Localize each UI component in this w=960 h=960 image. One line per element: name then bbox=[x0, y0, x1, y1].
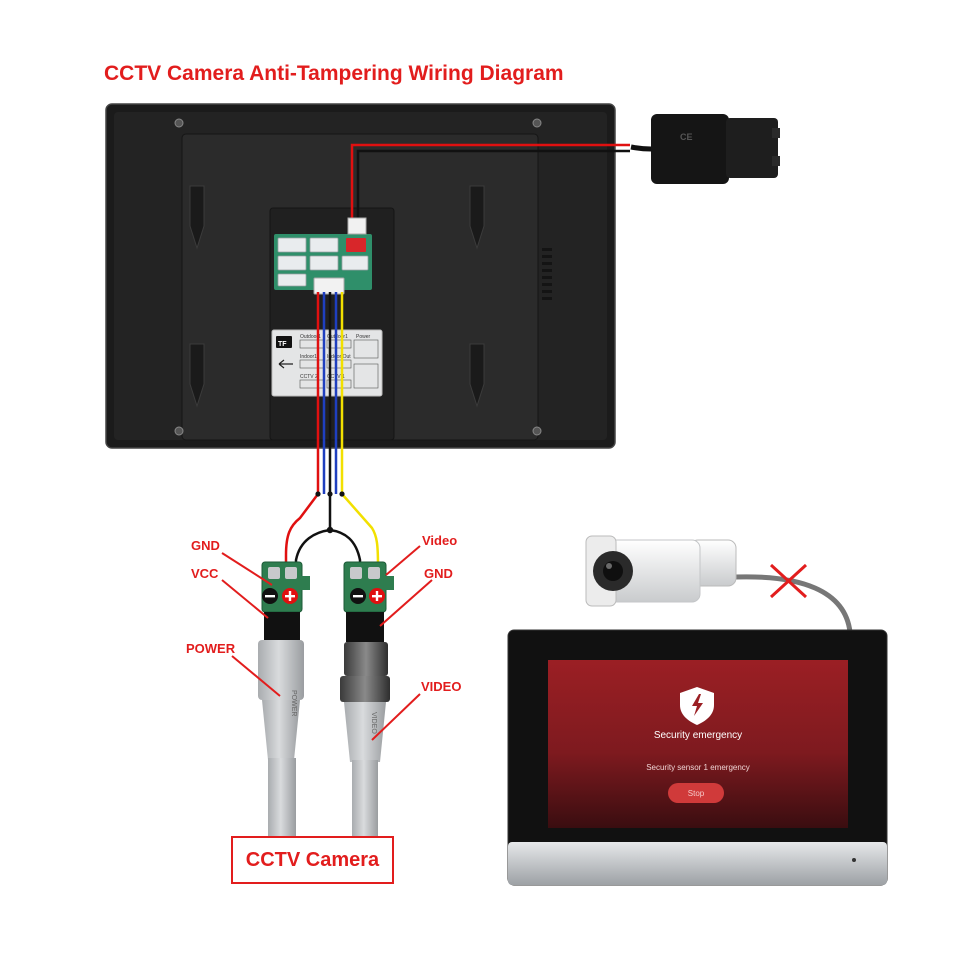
video-top-label: Video bbox=[422, 533, 458, 548]
port-label: Indoor1 bbox=[300, 354, 317, 360]
diagram-title: CCTV Camera Anti-Tampering Wiring Diagra… bbox=[104, 62, 564, 85]
plus-icon bbox=[369, 588, 385, 604]
port-label: Power bbox=[356, 334, 371, 340]
port-label: Outdoor1 bbox=[300, 334, 321, 340]
video-bottom-label: VIDEO bbox=[421, 679, 462, 694]
signal-wires bbox=[284, 292, 380, 567]
tf-label: TF bbox=[278, 341, 287, 348]
tf-card-icon bbox=[276, 336, 292, 348]
indoor-monitor-front bbox=[507, 629, 888, 886]
tamper-cross-icon bbox=[769, 563, 808, 599]
svg-text:CE: CE bbox=[680, 132, 693, 142]
cctv-camera-label: CCTV Camera bbox=[245, 848, 380, 871]
power-adapter: CE bbox=[630, 114, 780, 184]
vcc-label: VCC bbox=[191, 566, 219, 581]
stop-button-label: Stop bbox=[687, 788, 705, 798]
port-label: Outdoor1 bbox=[327, 334, 348, 340]
power-terminal-connector: POWER bbox=[258, 561, 310, 840]
monitor-back: TF Outdoor1 Outdoor1 Power Indoor1 Indoo… bbox=[105, 103, 616, 449]
stop-button[interactable]: Stop bbox=[668, 783, 724, 803]
speaker-grill bbox=[542, 248, 552, 300]
screen-heading: Security emergency bbox=[653, 730, 743, 741]
shield-lightning-icon bbox=[680, 687, 714, 725]
mounting-slot-icon bbox=[189, 185, 485, 408]
port-label: Indoor Out bbox=[327, 354, 351, 360]
cable-text: POWER bbox=[290, 690, 297, 716]
label-leader-lines bbox=[221, 545, 433, 741]
gnd-left-label: GND bbox=[191, 538, 220, 553]
gnd-right-label: GND bbox=[424, 566, 453, 581]
video-terminal-connector: VIDEO bbox=[340, 561, 394, 840]
plus-icon bbox=[282, 588, 298, 604]
cctv-camera-label-box: CCTV Camera bbox=[231, 836, 394, 884]
power-label: POWER bbox=[186, 641, 236, 656]
port-label: CCTV 2 bbox=[300, 374, 318, 380]
cable-text: VIDEO bbox=[370, 712, 377, 734]
minus-icon bbox=[350, 588, 366, 604]
screen-message: Security sensor 1 emergency bbox=[646, 763, 750, 772]
arrow-left-icon bbox=[278, 359, 293, 369]
bullet-camera bbox=[585, 535, 853, 633]
power-wires bbox=[350, 143, 630, 222]
screw-icon bbox=[174, 118, 542, 436]
minus-icon bbox=[262, 588, 278, 604]
